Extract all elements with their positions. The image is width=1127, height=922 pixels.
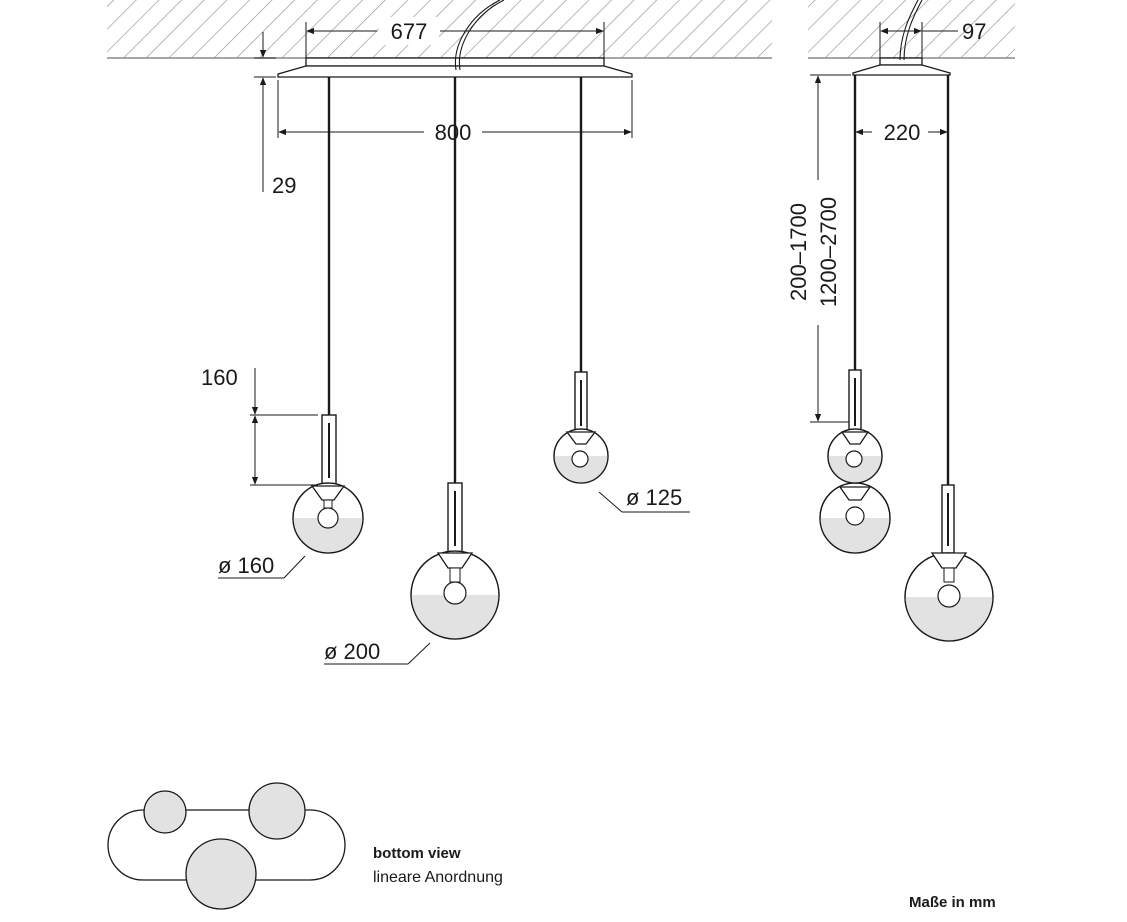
dim-globe-medium-label: ø 160 bbox=[218, 553, 274, 578]
dim-cable-length-long-label: 1200–2700 bbox=[816, 197, 841, 307]
side-globe-medium bbox=[819, 482, 891, 554]
canopy bbox=[277, 65, 633, 78]
bottom-view-globe-small bbox=[143, 790, 187, 834]
dimension-97: 97 bbox=[879, 19, 986, 60]
side-globe-small bbox=[827, 428, 883, 484]
dim-globe-small-label: ø 125 bbox=[626, 485, 682, 510]
dimension-677: 677 bbox=[305, 17, 605, 62]
pendant-small bbox=[553, 77, 609, 484]
units-note: Maße in mm bbox=[909, 894, 996, 911]
leader-globe-small: ø 125 bbox=[598, 485, 690, 513]
dim-globe-large-label: ø 200 bbox=[324, 639, 380, 664]
dimension-800: 800 bbox=[277, 80, 633, 146]
bottom-view-title: bottom view bbox=[373, 845, 461, 862]
bottom-view-subtitle: lineare Anordnung bbox=[373, 869, 503, 886]
dim-side-mount-width-label: 97 bbox=[962, 19, 986, 44]
side-power-cord bbox=[899, 0, 919, 61]
side-canopy bbox=[852, 64, 951, 76]
dim-mount-width-label: 677 bbox=[391, 19, 428, 44]
bottom-view-globe-large bbox=[185, 838, 257, 910]
dimension-220: 220 bbox=[855, 120, 948, 145]
dimension-160-length: 160 bbox=[201, 365, 318, 486]
pendant-large bbox=[410, 77, 500, 640]
bottom-view-globe-medium bbox=[248, 782, 306, 840]
side-view: 97 220 200–1700 1200–2700 bbox=[786, 0, 1015, 642]
dimension-cable-length: 200–1700 1200–2700 bbox=[786, 74, 851, 423]
pendant-medium bbox=[292, 77, 364, 554]
dim-cable-length-short-label: 200–1700 bbox=[786, 203, 811, 301]
dimension-29: 29 bbox=[254, 32, 296, 198]
front-view: 677 800 29 bbox=[107, 0, 772, 665]
leader-globe-medium: ø 160 bbox=[218, 553, 306, 579]
dim-side-spacing-label: 220 bbox=[884, 120, 921, 145]
dim-canopy-width-label: 800 bbox=[435, 120, 472, 145]
ceiling-front bbox=[107, 0, 772, 59]
leader-globe-large: ø 200 bbox=[324, 639, 431, 665]
bottom-view bbox=[107, 782, 346, 910]
dim-canopy-height-label: 29 bbox=[272, 173, 296, 198]
dim-fixture-length-label: 160 bbox=[201, 365, 238, 390]
side-globe-large bbox=[904, 484, 994, 642]
side-mounting-plate bbox=[879, 57, 923, 66]
